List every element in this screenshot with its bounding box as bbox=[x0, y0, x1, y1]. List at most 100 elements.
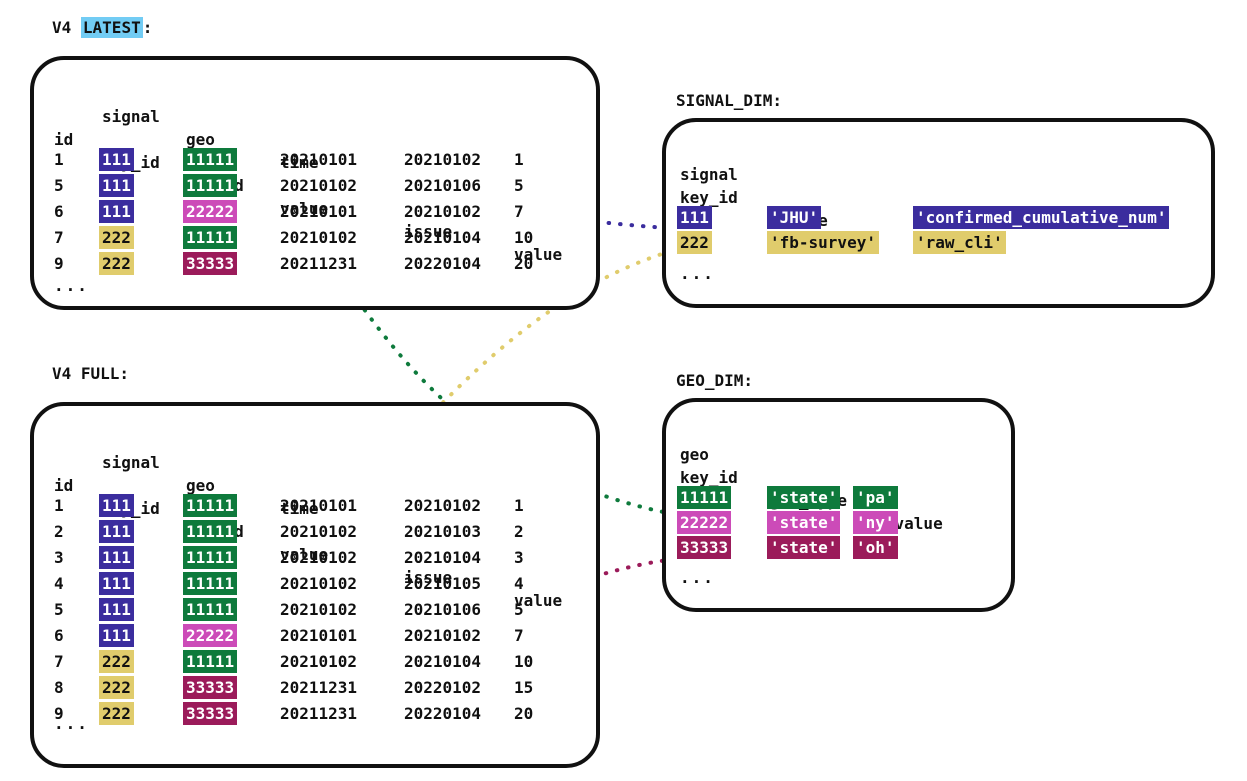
full-signal-key-id-5: 111 bbox=[99, 598, 134, 621]
latest-id-1: 1 bbox=[54, 150, 64, 169]
latest-geo-key-id-6: 22222 bbox=[183, 200, 238, 223]
latest-header-signal: signal bbox=[102, 107, 160, 126]
full-geo-key-id-7: 11111 bbox=[183, 650, 238, 673]
latest-table-card: signal geo time id key_id key_id value i… bbox=[30, 56, 600, 310]
geo-dim-key_id-22222: 22222 bbox=[677, 511, 732, 534]
full-signal-key-id-4: 111 bbox=[99, 572, 134, 595]
geo-dim-geo_value-33333: 'oh' bbox=[853, 536, 898, 559]
full-header-id: id bbox=[54, 476, 74, 495]
signal-dim-card: signal key_id source signal 111'JHU''con… bbox=[662, 118, 1215, 308]
signal-dim-key_id-222: 222 bbox=[677, 231, 712, 254]
full-id-2: 2 bbox=[54, 522, 64, 541]
full-issue-6: 20210102 bbox=[404, 626, 482, 645]
latest-time-value-5: 20210102 bbox=[280, 176, 358, 195]
latest-geo-key-id-9: 33333 bbox=[183, 252, 238, 275]
signal-dim-source-111: 'JHU' bbox=[767, 206, 822, 229]
latest-issue-1: 20210102 bbox=[404, 150, 482, 169]
latest-geo-key-id-1: 11111 bbox=[183, 148, 238, 171]
latest-value-1: 1 bbox=[514, 150, 524, 169]
latest-id-7: 7 bbox=[54, 228, 64, 247]
full-issue-7: 20210104 bbox=[404, 652, 482, 671]
full-geo-key-id-4: 11111 bbox=[183, 572, 238, 595]
full-issue-4: 20210105 bbox=[404, 574, 482, 593]
latest-caption-prefix: V4 bbox=[52, 18, 81, 37]
latest-time-value-1: 20210101 bbox=[280, 150, 358, 169]
full-id-7: 7 bbox=[54, 652, 64, 671]
geo-dim-key_id-33333: 33333 bbox=[677, 536, 732, 559]
full-time-value-5: 20210102 bbox=[280, 600, 358, 619]
full-issue-8: 20220102 bbox=[404, 678, 482, 697]
latest-header-top: signal geo time bbox=[34, 82, 319, 172]
latest-header-bottom: id key_id key_id value issue value bbox=[34, 105, 562, 264]
latest-value-6: 7 bbox=[514, 202, 524, 221]
full-header-bottom: id key_id key_id value issue value bbox=[34, 451, 562, 610]
latest-signal-key-id-6: 111 bbox=[99, 200, 134, 223]
full-geo-key-id-9: 33333 bbox=[183, 702, 238, 725]
full-table-card: signal geo time id key_id key_id value i… bbox=[30, 402, 600, 768]
full-time-value-1: 20210101 bbox=[280, 496, 358, 515]
full-time-value-8: 20211231 bbox=[280, 678, 358, 697]
full-signal-key-id-8: 222 bbox=[99, 676, 134, 699]
full-id-1: 1 bbox=[54, 496, 64, 515]
full-geo-key-id-6: 22222 bbox=[183, 624, 238, 647]
latest-time-value-7: 20210102 bbox=[280, 228, 358, 247]
full-id-8: 8 bbox=[54, 678, 64, 697]
full-geo-key-id-1: 11111 bbox=[183, 494, 238, 517]
signal-dim-signal-111: 'confirmed_cumulative_num' bbox=[913, 206, 1170, 229]
full-id-5: 5 bbox=[54, 600, 64, 619]
geo-dim-header-bottom: key_id geo_type geo_value bbox=[666, 443, 943, 533]
full-id-4: 4 bbox=[54, 574, 64, 593]
geo-dim-header-keyid: key_id bbox=[680, 468, 738, 487]
latest-value-9: 20 bbox=[514, 254, 534, 273]
signal-dim-key_id-111: 111 bbox=[677, 206, 712, 229]
latest-issue-9: 20220104 bbox=[404, 254, 482, 273]
full-geo-key-id-5: 11111 bbox=[183, 598, 238, 621]
latest-header-geo: geo bbox=[186, 130, 215, 149]
full-issue-2: 20210103 bbox=[404, 522, 482, 541]
latest-value-5: 5 bbox=[514, 176, 524, 195]
full-value-4: 4 bbox=[514, 574, 524, 593]
signal-dim-table: signal key_id source signal 111'JHU''con… bbox=[666, 122, 1211, 304]
latest-geo-key-id-5: 11111 bbox=[183, 174, 238, 197]
full-signal-key-id-1: 111 bbox=[99, 494, 134, 517]
latest-value-7: 10 bbox=[514, 228, 534, 247]
geo-dim-table: geo key_id geo_type geo_value 11111'stat… bbox=[666, 402, 1011, 608]
signal-dim-ellipsis: ... bbox=[680, 264, 715, 283]
latest-table: signal geo time id key_id key_id value i… bbox=[34, 60, 596, 306]
signal-dim-header-top: signal bbox=[666, 140, 738, 184]
geo-dim-geo_value-22222: 'ny' bbox=[853, 511, 898, 534]
full-issue-5: 20210106 bbox=[404, 600, 482, 619]
full-table: signal geo time id key_id key_id value i… bbox=[34, 406, 596, 764]
full-header-signal: signal bbox=[102, 453, 160, 472]
latest-id-5: 5 bbox=[54, 176, 64, 195]
geo-dim-caption: GEO_DIM: bbox=[676, 371, 754, 390]
full-value-6: 7 bbox=[514, 626, 524, 645]
full-value-5: 5 bbox=[514, 600, 524, 619]
full-signal-key-id-7: 222 bbox=[99, 650, 134, 673]
latest-caption: V4 LATEST: bbox=[52, 17, 152, 38]
geo-dim-geo_value-11111: 'pa' bbox=[853, 486, 898, 509]
latest-signal-key-id-1: 111 bbox=[99, 148, 134, 171]
full-issue-1: 20210102 bbox=[404, 496, 482, 515]
full-signal-key-id-2: 111 bbox=[99, 520, 134, 543]
latest-issue-5: 20210106 bbox=[404, 176, 482, 195]
full-ellipsis: ... bbox=[54, 714, 89, 733]
latest-issue-7: 20210104 bbox=[404, 228, 482, 247]
latest-ellipsis: ... bbox=[54, 276, 89, 295]
full-time-value-6: 20210101 bbox=[280, 626, 358, 645]
full-id-9: 9 bbox=[54, 704, 64, 723]
full-value-1: 1 bbox=[514, 496, 524, 515]
geo-dim-header-geo: geo bbox=[680, 445, 709, 464]
full-caption: V4 FULL: bbox=[52, 364, 130, 383]
full-geo-key-id-3: 11111 bbox=[183, 546, 238, 569]
geo-dim-card: geo key_id geo_type geo_value 11111'stat… bbox=[662, 398, 1015, 612]
signal-dim-header-keyid: key_id bbox=[680, 188, 738, 207]
full-issue-9: 20220104 bbox=[404, 704, 482, 723]
signal-dim-signal-222: 'raw_cli' bbox=[913, 231, 1006, 254]
latest-geo-key-id-7: 11111 bbox=[183, 226, 238, 249]
latest-caption-highlight: LATEST bbox=[80, 17, 143, 38]
signal-dim-caption: SIGNAL_DIM: bbox=[676, 91, 782, 110]
full-time-value-4: 20210102 bbox=[280, 574, 358, 593]
latest-signal-key-id-5: 111 bbox=[99, 174, 134, 197]
latest-time-value-9: 20211231 bbox=[280, 254, 358, 273]
